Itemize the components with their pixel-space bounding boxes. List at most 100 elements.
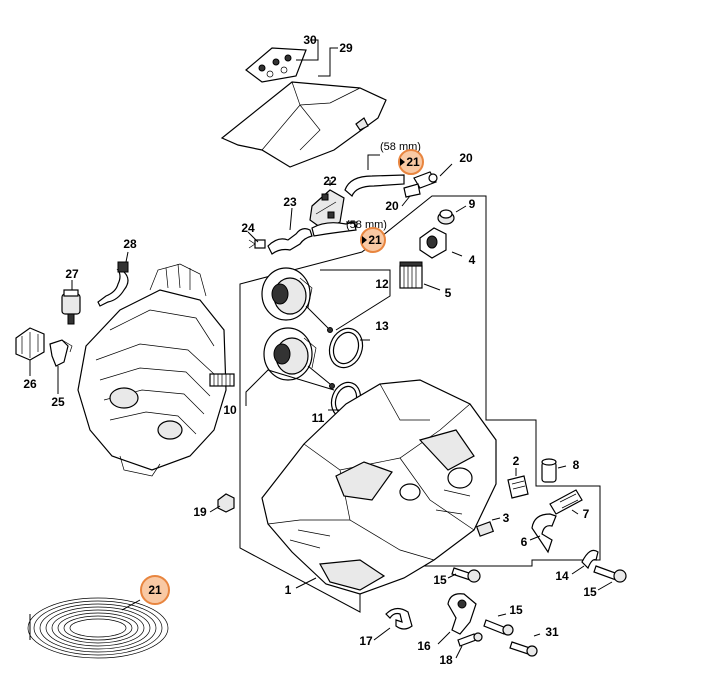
callout-24: 24	[241, 221, 255, 235]
callout-19: 19	[193, 505, 207, 519]
grommet-part-19	[217, 493, 235, 513]
highlight-21-bottom-label: 21	[148, 583, 162, 597]
callout-1: 1	[285, 583, 292, 597]
shroud-part-29	[220, 81, 387, 168]
dimension-bracket-upper	[367, 154, 380, 170]
highlight-21-bottom: 21	[140, 575, 170, 605]
fuel-hose-part-upper	[344, 174, 405, 198]
fuel-hose-part-lower	[311, 221, 357, 237]
callout-17: 17	[359, 634, 373, 648]
hose-fitting-part-20-lower	[403, 183, 421, 198]
ignition-lead-part-28	[97, 261, 129, 307]
terminal-part-25	[49, 339, 73, 367]
callout-5: 5	[445, 286, 452, 300]
screw-part-31	[509, 641, 538, 657]
o-ring-part-13	[328, 327, 364, 369]
bracket-part-16	[447, 593, 477, 635]
callout-28: 28	[123, 237, 137, 251]
leader-29	[318, 47, 338, 77]
dimension-bracket-lower	[346, 221, 357, 228]
callout-20-lower: 20	[385, 199, 399, 213]
callout-29: 29	[339, 41, 353, 55]
callout-18: 18	[439, 653, 453, 667]
callout-15-mid: 15	[433, 573, 447, 587]
leader-12	[320, 269, 391, 331]
leader-7	[571, 509, 579, 515]
label-sheet-part-30	[245, 47, 307, 83]
screw-part-15-bottom	[483, 619, 514, 636]
callout-22: 22	[323, 174, 337, 188]
screw-part-15-right	[593, 565, 627, 583]
highlight-21-upper-label: 21	[406, 155, 420, 169]
leader-3	[491, 517, 501, 521]
spark-plug-part-27	[61, 289, 81, 325]
callout-15-bottom: 15	[509, 603, 523, 617]
leader-17	[373, 627, 391, 641]
callout-9: 9	[469, 197, 476, 211]
plug-cap-part-26	[15, 327, 45, 361]
stud-part-2	[507, 475, 529, 499]
leader-15-mid	[447, 573, 457, 579]
leader-23	[289, 207, 293, 231]
highlight-21-lower: 21	[360, 227, 386, 253]
leader-24	[247, 231, 259, 243]
leader-19	[209, 505, 221, 513]
leader-16	[437, 631, 451, 645]
callout-labels: 30 29 20 22 20 9 23 24 4 28 27 12 5 13 2…	[23, 33, 597, 667]
hook-part-14	[581, 549, 599, 570]
callout-31: 31	[545, 625, 559, 639]
leader-20-lower	[401, 195, 411, 207]
leader-28	[125, 251, 129, 263]
fuel-hose-part-23	[267, 228, 313, 255]
screw-part-12	[305, 305, 333, 333]
screw-part-15-mid	[451, 567, 481, 583]
stud-part-7	[549, 489, 583, 515]
screw-part-10	[307, 365, 335, 389]
callout-16: 16	[417, 639, 431, 653]
fuel-pump-part-22	[309, 189, 345, 231]
callout-20-upper: 20	[459, 151, 473, 165]
callout-23: 23	[283, 195, 297, 209]
connector-part-24	[248, 239, 266, 249]
callout-14: 14	[555, 569, 569, 583]
clip-part-17	[385, 607, 413, 630]
leader-8	[557, 465, 567, 469]
leader-18	[455, 645, 463, 659]
leader-21-bottom	[121, 599, 141, 611]
callout-10: 10	[223, 403, 237, 417]
callout-25: 25	[51, 395, 65, 409]
callout-8: 8	[573, 458, 580, 472]
callout-15-right: 15	[583, 585, 597, 599]
leader-30	[296, 39, 319, 61]
leader-15-right	[597, 581, 613, 591]
sleeve-part-3	[475, 521, 495, 537]
callout-6: 6	[521, 535, 528, 549]
leader-6	[529, 535, 541, 541]
callout-3: 3	[503, 511, 510, 525]
highlight-21-lower-label: 21	[368, 233, 382, 247]
callout-7: 7	[583, 507, 590, 521]
callout-11: 11	[312, 411, 325, 425]
bracket-part-6	[531, 513, 557, 554]
starter-cover-part-12	[261, 267, 313, 321]
callout-13: 13	[375, 319, 389, 333]
callout-27: 27	[65, 267, 79, 281]
callout-2: 2	[513, 454, 520, 468]
callout-4: 4	[469, 253, 476, 267]
spiral-tape-part-21	[27, 597, 169, 659]
leader-1	[295, 577, 317, 589]
leader-9	[455, 205, 467, 213]
leader-15-bottom	[497, 613, 507, 617]
sleeve-part-8	[541, 458, 557, 483]
plug-part-9	[437, 209, 455, 225]
leader-5	[423, 283, 441, 291]
engine-assembly	[77, 263, 235, 477]
callout-12: 12	[375, 277, 389, 291]
callout-26: 26	[23, 377, 37, 391]
leader-31	[533, 633, 541, 637]
crankcase-part-1	[261, 379, 497, 595]
screw-part-18	[457, 632, 483, 647]
callout-30: 30	[303, 33, 317, 47]
pickup-body-part-4	[419, 227, 447, 259]
